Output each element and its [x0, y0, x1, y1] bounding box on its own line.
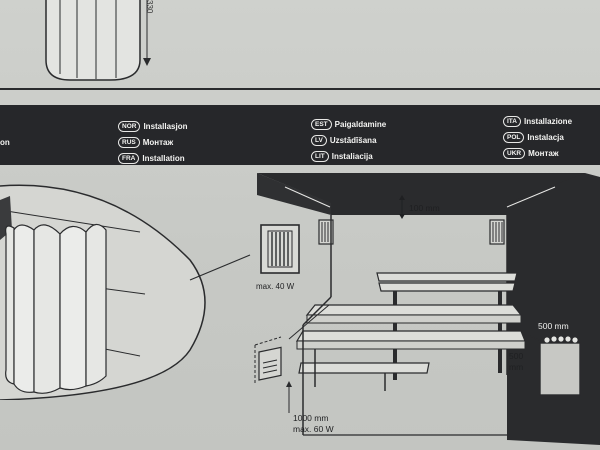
heater-side-label: 500 mm: [538, 321, 569, 331]
heater-front-label: 500: [509, 351, 524, 361]
heater-front-unit: mm: [509, 362, 524, 372]
floor-height-label: 1000 mm: [293, 413, 329, 423]
panel-detail-illustration: [0, 184, 251, 400]
floor-power-label: max. 60 W: [293, 424, 334, 434]
sauna-room-illustration: [254, 173, 600, 445]
top-panel-illustration: [45, 0, 151, 81]
ceiling-gap-label: 100 mm: [409, 203, 440, 213]
page-number: 330: [145, 0, 154, 14]
vent-icon: [260, 224, 300, 274]
band-left-fragment: on: [0, 138, 10, 147]
vent-power-label: max. 40 W: [256, 282, 295, 291]
section-divider: [0, 88, 600, 90]
